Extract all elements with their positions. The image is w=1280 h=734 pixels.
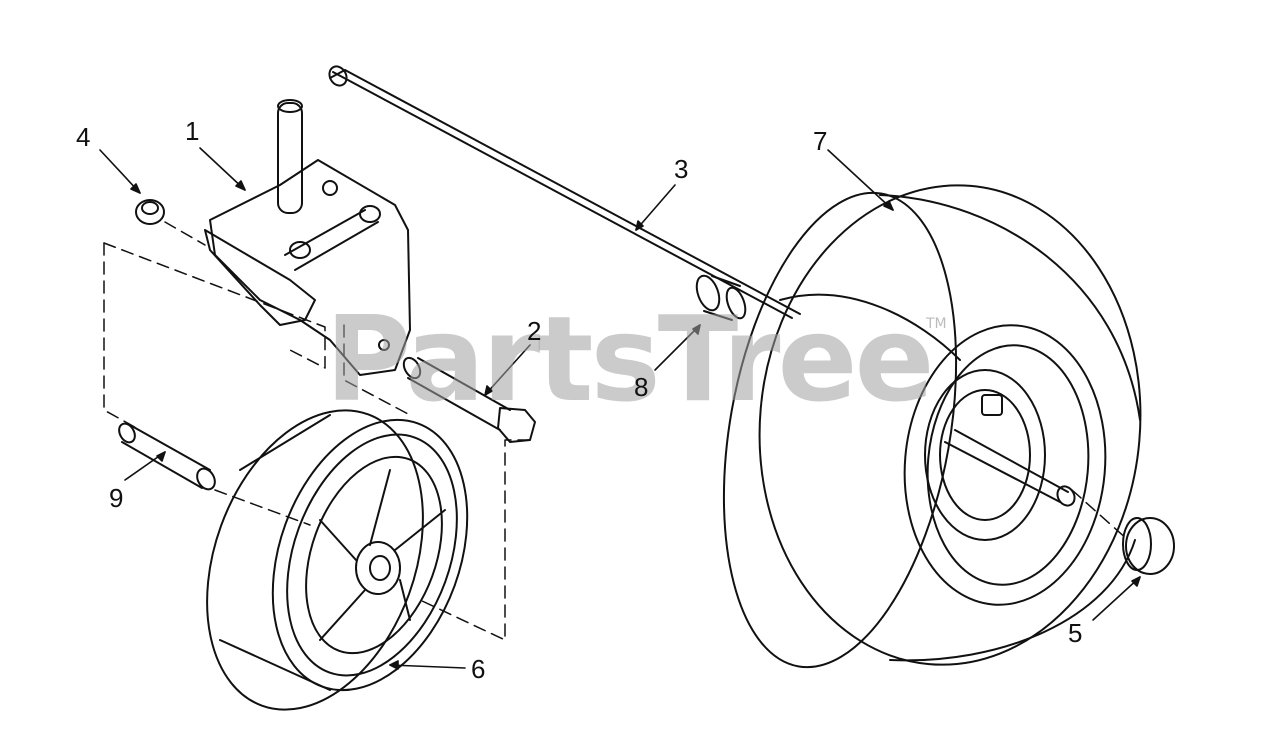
callout-5[interactable]: 5	[1068, 618, 1083, 648]
flange-nut	[135, 199, 165, 225]
callout-1[interactable]: 1	[185, 116, 200, 146]
leader-lines	[99, 147, 1141, 670]
callout-6[interactable]: 6	[471, 654, 486, 684]
axle-rod	[328, 65, 1076, 507]
callout-2[interactable]: 2	[527, 316, 542, 346]
trademark-mark: TM	[926, 316, 947, 332]
callout-8[interactable]: 8	[634, 372, 649, 402]
large-wheel	[722, 184, 1142, 669]
assembly-lines	[103, 221, 1129, 641]
caster-wheel	[206, 409, 469, 711]
axle-spacer	[695, 274, 747, 321]
callout-7[interactable]: 7	[813, 126, 828, 156]
callout-3[interactable]: 3	[674, 154, 689, 184]
hub-cap	[1122, 517, 1175, 575]
callout-4[interactable]: 4	[76, 122, 91, 152]
wheel-sleeve	[118, 422, 216, 491]
caster-bracket	[204, 99, 411, 376]
callout-9[interactable]: 9	[109, 483, 124, 513]
caster-bolt	[402, 356, 536, 443]
